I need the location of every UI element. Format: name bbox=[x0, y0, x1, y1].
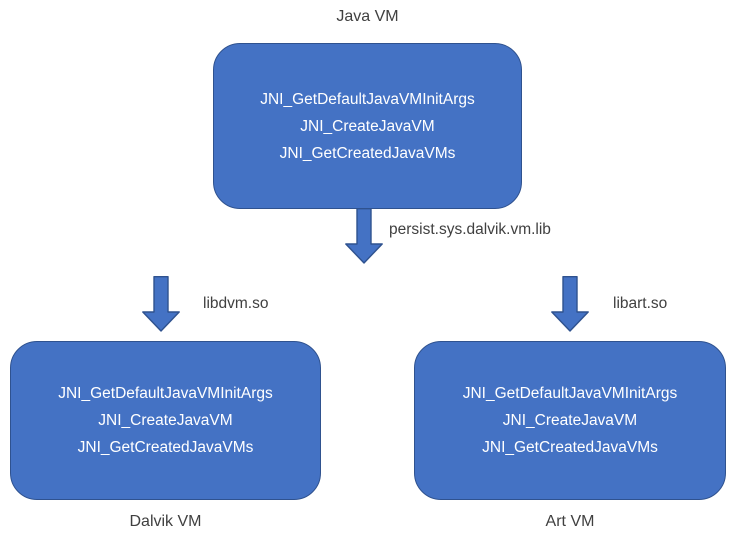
jni-function-line: JNI_CreateJavaVM bbox=[300, 117, 435, 135]
jni-function-line: JNI_GetDefaultJavaVMInitArgs bbox=[462, 385, 678, 402]
jni-function-line: JNI_GetCreatedJavaVMs bbox=[482, 439, 658, 456]
edge-label-persist-sys-dalvik-vm-lib: persist.sys.dalvik.vm.lib bbox=[389, 221, 551, 238]
jni-function-line: JNI_CreateJavaVM bbox=[98, 412, 233, 429]
edge-label-libart-so: libart.so bbox=[613, 295, 668, 312]
jni-function-line: JNI_GetCreatedJavaVMs bbox=[77, 439, 254, 456]
node-label-art-vm: Art VM bbox=[545, 513, 595, 530]
node-label-dalvik-vm: Dalvik VM bbox=[129, 513, 202, 530]
edge-label-libdvm-so: libdvm.so bbox=[203, 295, 269, 312]
jni-function-line: JNI_GetDefaultJavaVMInitArgs bbox=[58, 385, 273, 402]
down-arrow-icon-libart bbox=[551, 276, 589, 332]
node-java-vm: JNI_GetDefaultJavaVMInitArgs JNI_CreateJ… bbox=[213, 43, 522, 209]
node-art-vm: JNI_GetDefaultJavaVMInitArgs JNI_CreateJ… bbox=[414, 341, 726, 500]
jni-function-line: JNI_GetDefaultJavaVMInitArgs bbox=[260, 90, 475, 108]
jni-function-line: JNI_GetCreatedJavaVMs bbox=[279, 144, 456, 162]
jni-function-line: JNI_CreateJavaVM bbox=[502, 412, 638, 429]
node-dalvik-vm: JNI_GetDefaultJavaVMInitArgs JNI_CreateJ… bbox=[10, 341, 321, 500]
node-label-java-vm: Java VM bbox=[336, 8, 399, 25]
down-arrow-icon-persist bbox=[345, 208, 383, 264]
down-arrow-icon-libdvm bbox=[142, 276, 180, 332]
